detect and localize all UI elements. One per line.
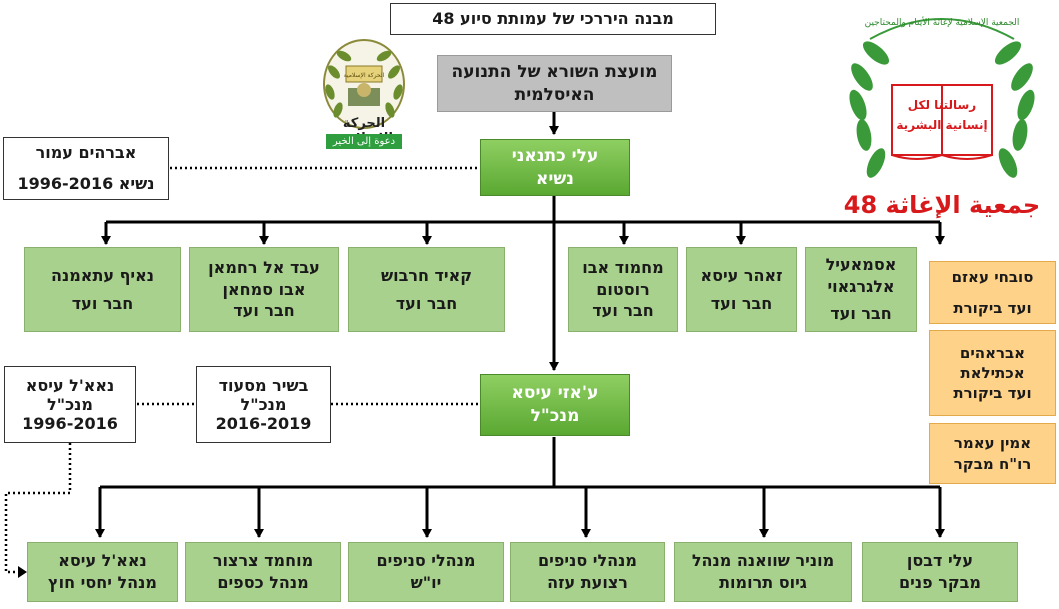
svg-text:إنسانية البشرية: إنسانية البشرية <box>896 118 987 132</box>
association-logo-name: جمعية الإغاثة 48 <box>843 191 1041 219</box>
staff-box: מוניר שוואנה מנהל גיוס תרומות <box>674 542 852 602</box>
staff-box: מנהלי סניפים רצועת עזה <box>510 542 665 602</box>
islamic-movement-logo: الحركة الإسلامية الحركة الإسلامية دعوة إ… <box>318 36 410 151</box>
svg-text:الجمعية الإسلامية لإغاثة الأيت: الجمعية الإسلامية لإغاثة الأيتام والمحتا… <box>865 16 1020 28</box>
former-ceo-box: בשיר מסעוד מנכ"ל 2016-2019 <box>196 366 331 443</box>
audit-committee-box: סובחי עאזם ועד ביקורת <box>929 261 1056 324</box>
shura-council-box: מועצת השורא של התנועה האיסלמית <box>437 55 672 112</box>
svg-text:رسالتنا لكل: رسالتنا لكل <box>908 98 976 112</box>
board-member: מחמוד אבו רוסטום חבר ועד <box>568 247 678 332</box>
staff-box: מוחמד צרצור מנהל כספים <box>185 542 341 602</box>
board-member: זאהר עיסא חבר ועד <box>686 247 797 332</box>
staff-box: מנהלי סניפים יו"ש <box>348 542 504 602</box>
former-ceo-box: נאא'ל עיסא מנכ"ל 1996-2016 <box>4 366 136 443</box>
relief-association-logo: رسالتنا لكل إنسانية البشرية الجمعية الإس… <box>834 5 1050 230</box>
board-member: אסמאעיל אלגרגאוי חבר ועד <box>805 247 917 332</box>
chart-title: מבנה היררכי של עמותת סיוע 48 <box>390 3 716 35</box>
auditor-box: אמין עאמר רו"ח מבקר <box>929 423 1056 484</box>
ceo-box: ע'אזי עיסא מנכ"ל <box>480 374 630 436</box>
staff-box: נאא'ל עיסא מנהל יחסי חוץ <box>27 542 178 602</box>
movement-logo-slogan: دعوة إلى الخير <box>326 134 402 149</box>
board-member: נאיף עתאמנה חבר ועד <box>24 247 181 332</box>
svg-text:الحركة الإسلامية: الحركة الإسلامية <box>344 72 385 79</box>
former-president-box: אברהים עמור נשיא 1996-2016 <box>3 137 169 200</box>
board-member: עבד אל רחמאן אבו סמחאן חבר ועד <box>189 247 339 332</box>
audit-committee-box: אבראהים אכתילאת ועד ביקורת <box>929 330 1056 416</box>
president-box: עלי כתנאני נשיא <box>480 139 630 196</box>
board-member: קאיד חרבוש חבר ועד <box>348 247 505 332</box>
staff-box: עלי דבסן מבקר פנים <box>862 542 1018 602</box>
